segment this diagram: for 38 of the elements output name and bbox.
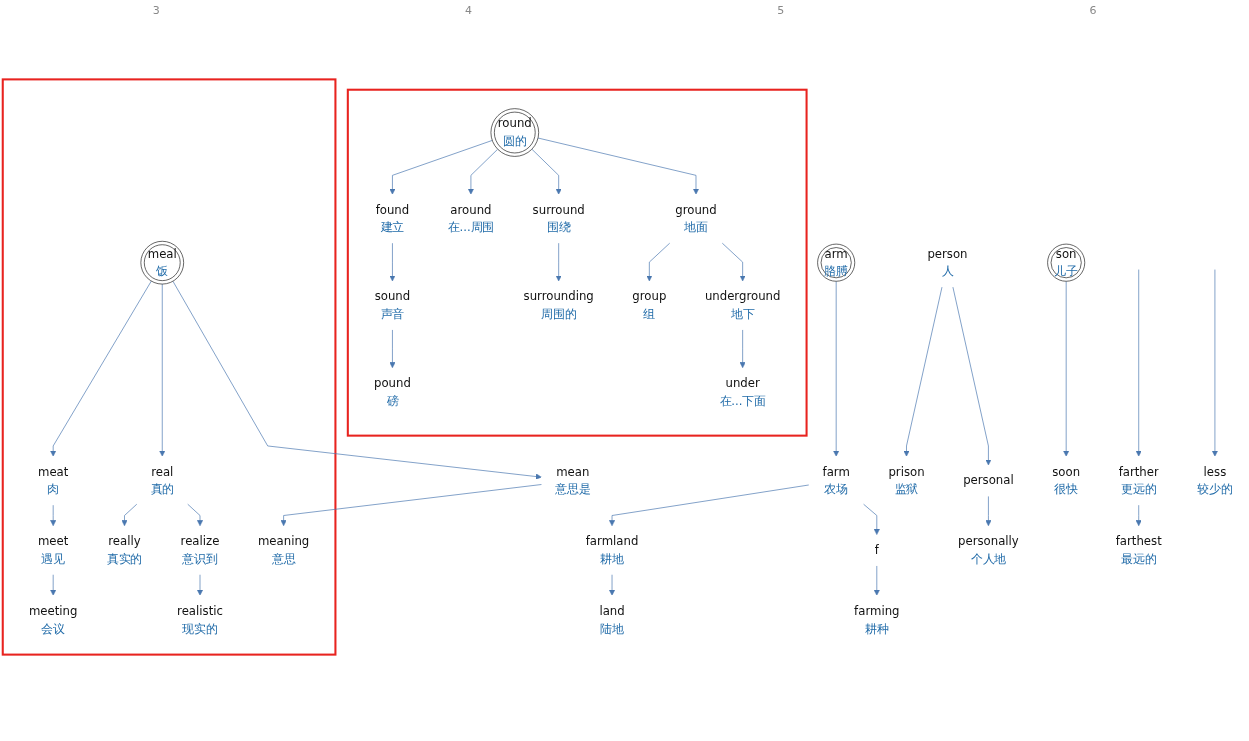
node-text: meeting 会议 — [28, 603, 78, 635]
node-text: land 陆地 — [599, 603, 625, 635]
node-text: soon 很快 — [1052, 464, 1081, 496]
node-text: f — [874, 542, 879, 557]
page-number: 3 — [152, 3, 160, 17]
node-text: really 真实的 — [106, 534, 143, 566]
node-text: less 较少的 — [1197, 464, 1233, 496]
node-text: farming 耕种 — [854, 603, 900, 635]
node-text: personal — [963, 473, 1014, 488]
node-text: ground 地面 — [675, 202, 717, 234]
node-text: found 建立 — [375, 202, 410, 234]
node-text: group 组 — [632, 289, 667, 321]
cluster — [1, 78, 337, 656]
node-text: person 人 — [927, 246, 968, 278]
node-text: farm 农场 — [822, 464, 850, 496]
node-text: farthest 最远的 — [1115, 534, 1162, 566]
node-text: farther 更远的 — [1118, 464, 1159, 496]
node-text: around 在...周围 — [447, 202, 495, 234]
node-text: meet 遇见 — [37, 534, 69, 566]
node-text: sound 声音 — [374, 289, 411, 321]
node-text: under 在...下面 — [719, 376, 766, 408]
node-text: meaning 意思 — [257, 534, 310, 566]
page-number: 4 — [464, 3, 472, 17]
node-text: mean 意思是 — [555, 464, 591, 496]
node-text: personally 个人地 — [958, 534, 1019, 566]
node-text: realistic 现实的 — [177, 603, 223, 635]
node-text: pound 磅 — [373, 376, 411, 408]
node-text: surround 围绕 — [532, 202, 585, 234]
page-number: 6 — [1089, 3, 1097, 17]
node-text: surrounding 周围的 — [523, 289, 594, 321]
node-text: prison 监狱 — [888, 464, 925, 496]
node-text: realize 意识到 — [180, 534, 220, 566]
node-text: meat 肉 — [37, 464, 69, 496]
page-number: 5 — [777, 3, 785, 17]
node-text: underground 地下 — [704, 289, 781, 321]
cluster — [346, 88, 808, 437]
node-text: real 真的 — [150, 464, 174, 496]
node-text: farmland 耕地 — [585, 534, 639, 566]
